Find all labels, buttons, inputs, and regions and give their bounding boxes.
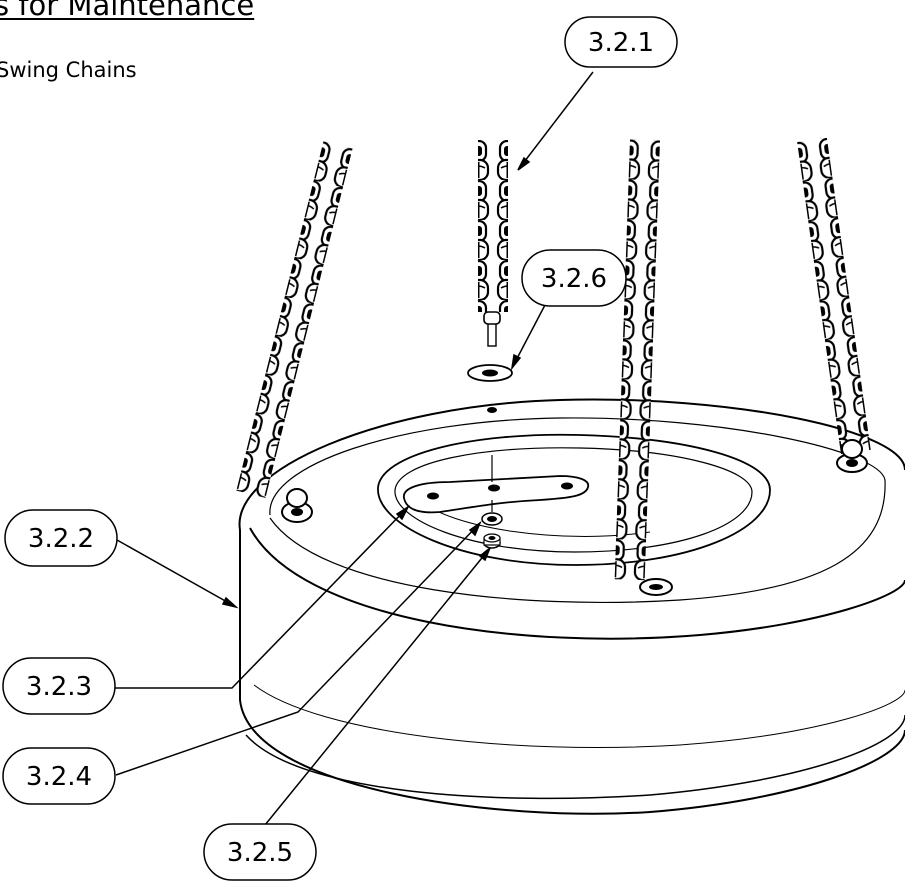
callout-label: 3.2.3 [26,672,92,702]
callout-3-2-4: 3.2.4 [2,747,116,805]
chain-middle [478,140,508,312]
tire-seat [238,398,905,815]
washer-top [467,364,513,382]
mounting-plate [403,475,590,514]
callout-3-2-1: 3.2.1 [564,16,678,68]
washer-bottom [481,512,503,526]
chain-back-right [797,137,871,473]
callout-label: 3.2.1 [588,28,654,58]
leader-lines [115,71,594,826]
callout-label: 3.2.4 [26,762,92,792]
callout-3-2-3: 3.2.3 [2,657,116,715]
page-heading: s for Maintenance [0,0,255,22]
callout-3-2-5: 3.2.5 [203,823,317,881]
nut [483,533,501,549]
callout-label: 3.2.2 [28,524,94,554]
callout-3-2-2: 3.2.2 [4,509,118,567]
callout-label: 3.2.5 [227,838,293,868]
page-subheading: Swing Chains [0,58,137,82]
callout-3-2-6: 3.2.6 [521,249,627,307]
chain-front-right [614,139,673,596]
callout-label: 3.2.6 [541,264,607,294]
chain-left [236,141,353,523]
